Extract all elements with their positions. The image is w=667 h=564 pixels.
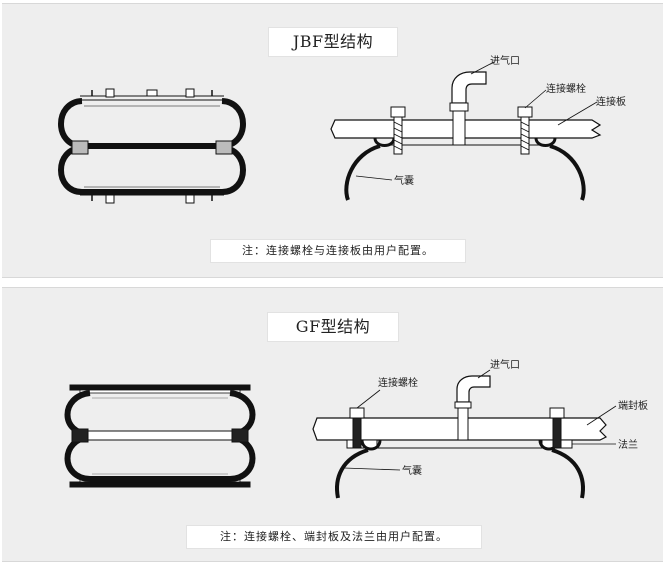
gf-section-view [312, 369, 617, 499]
gf-note: 注：连接螺栓、端封板及法兰由用户配置。 [186, 525, 482, 549]
jbf-note: 注：连接螺栓与连接板由用户配置。 [210, 239, 466, 263]
jbf-side-view [58, 88, 246, 204]
gf-flange-label: 法兰 [618, 438, 638, 451]
gf-inlet-label: 进气口 [490, 358, 520, 371]
gf-bolt-label: 连接螺栓 [378, 376, 418, 389]
jbf-diagram: 进气口 连接螺栓 连接板 气囊 [58, 54, 626, 204]
gf-side-view [64, 384, 256, 488]
gf-end-plate-label: 端封板 [618, 399, 648, 412]
jbf-title: JBF型结构 [268, 27, 398, 57]
jbf-inlet-label: 进气口 [490, 54, 520, 67]
jbf-section-view [330, 61, 602, 201]
gf-diagram: 连接螺栓 进气口 端封板 法兰 气囊 [64, 358, 648, 499]
gf-title: GF型结构 [267, 312, 399, 342]
jbf-airbag-label: 气囊 [394, 174, 414, 187]
jbf-panel: JBF型结构 [2, 3, 663, 278]
gf-panel: GF型结构 [2, 287, 663, 562]
jbf-bolt-label: 连接螺栓 [546, 82, 586, 95]
jbf-plate-label: 连接板 [596, 95, 626, 108]
gf-airbag-label: 气囊 [402, 464, 422, 477]
